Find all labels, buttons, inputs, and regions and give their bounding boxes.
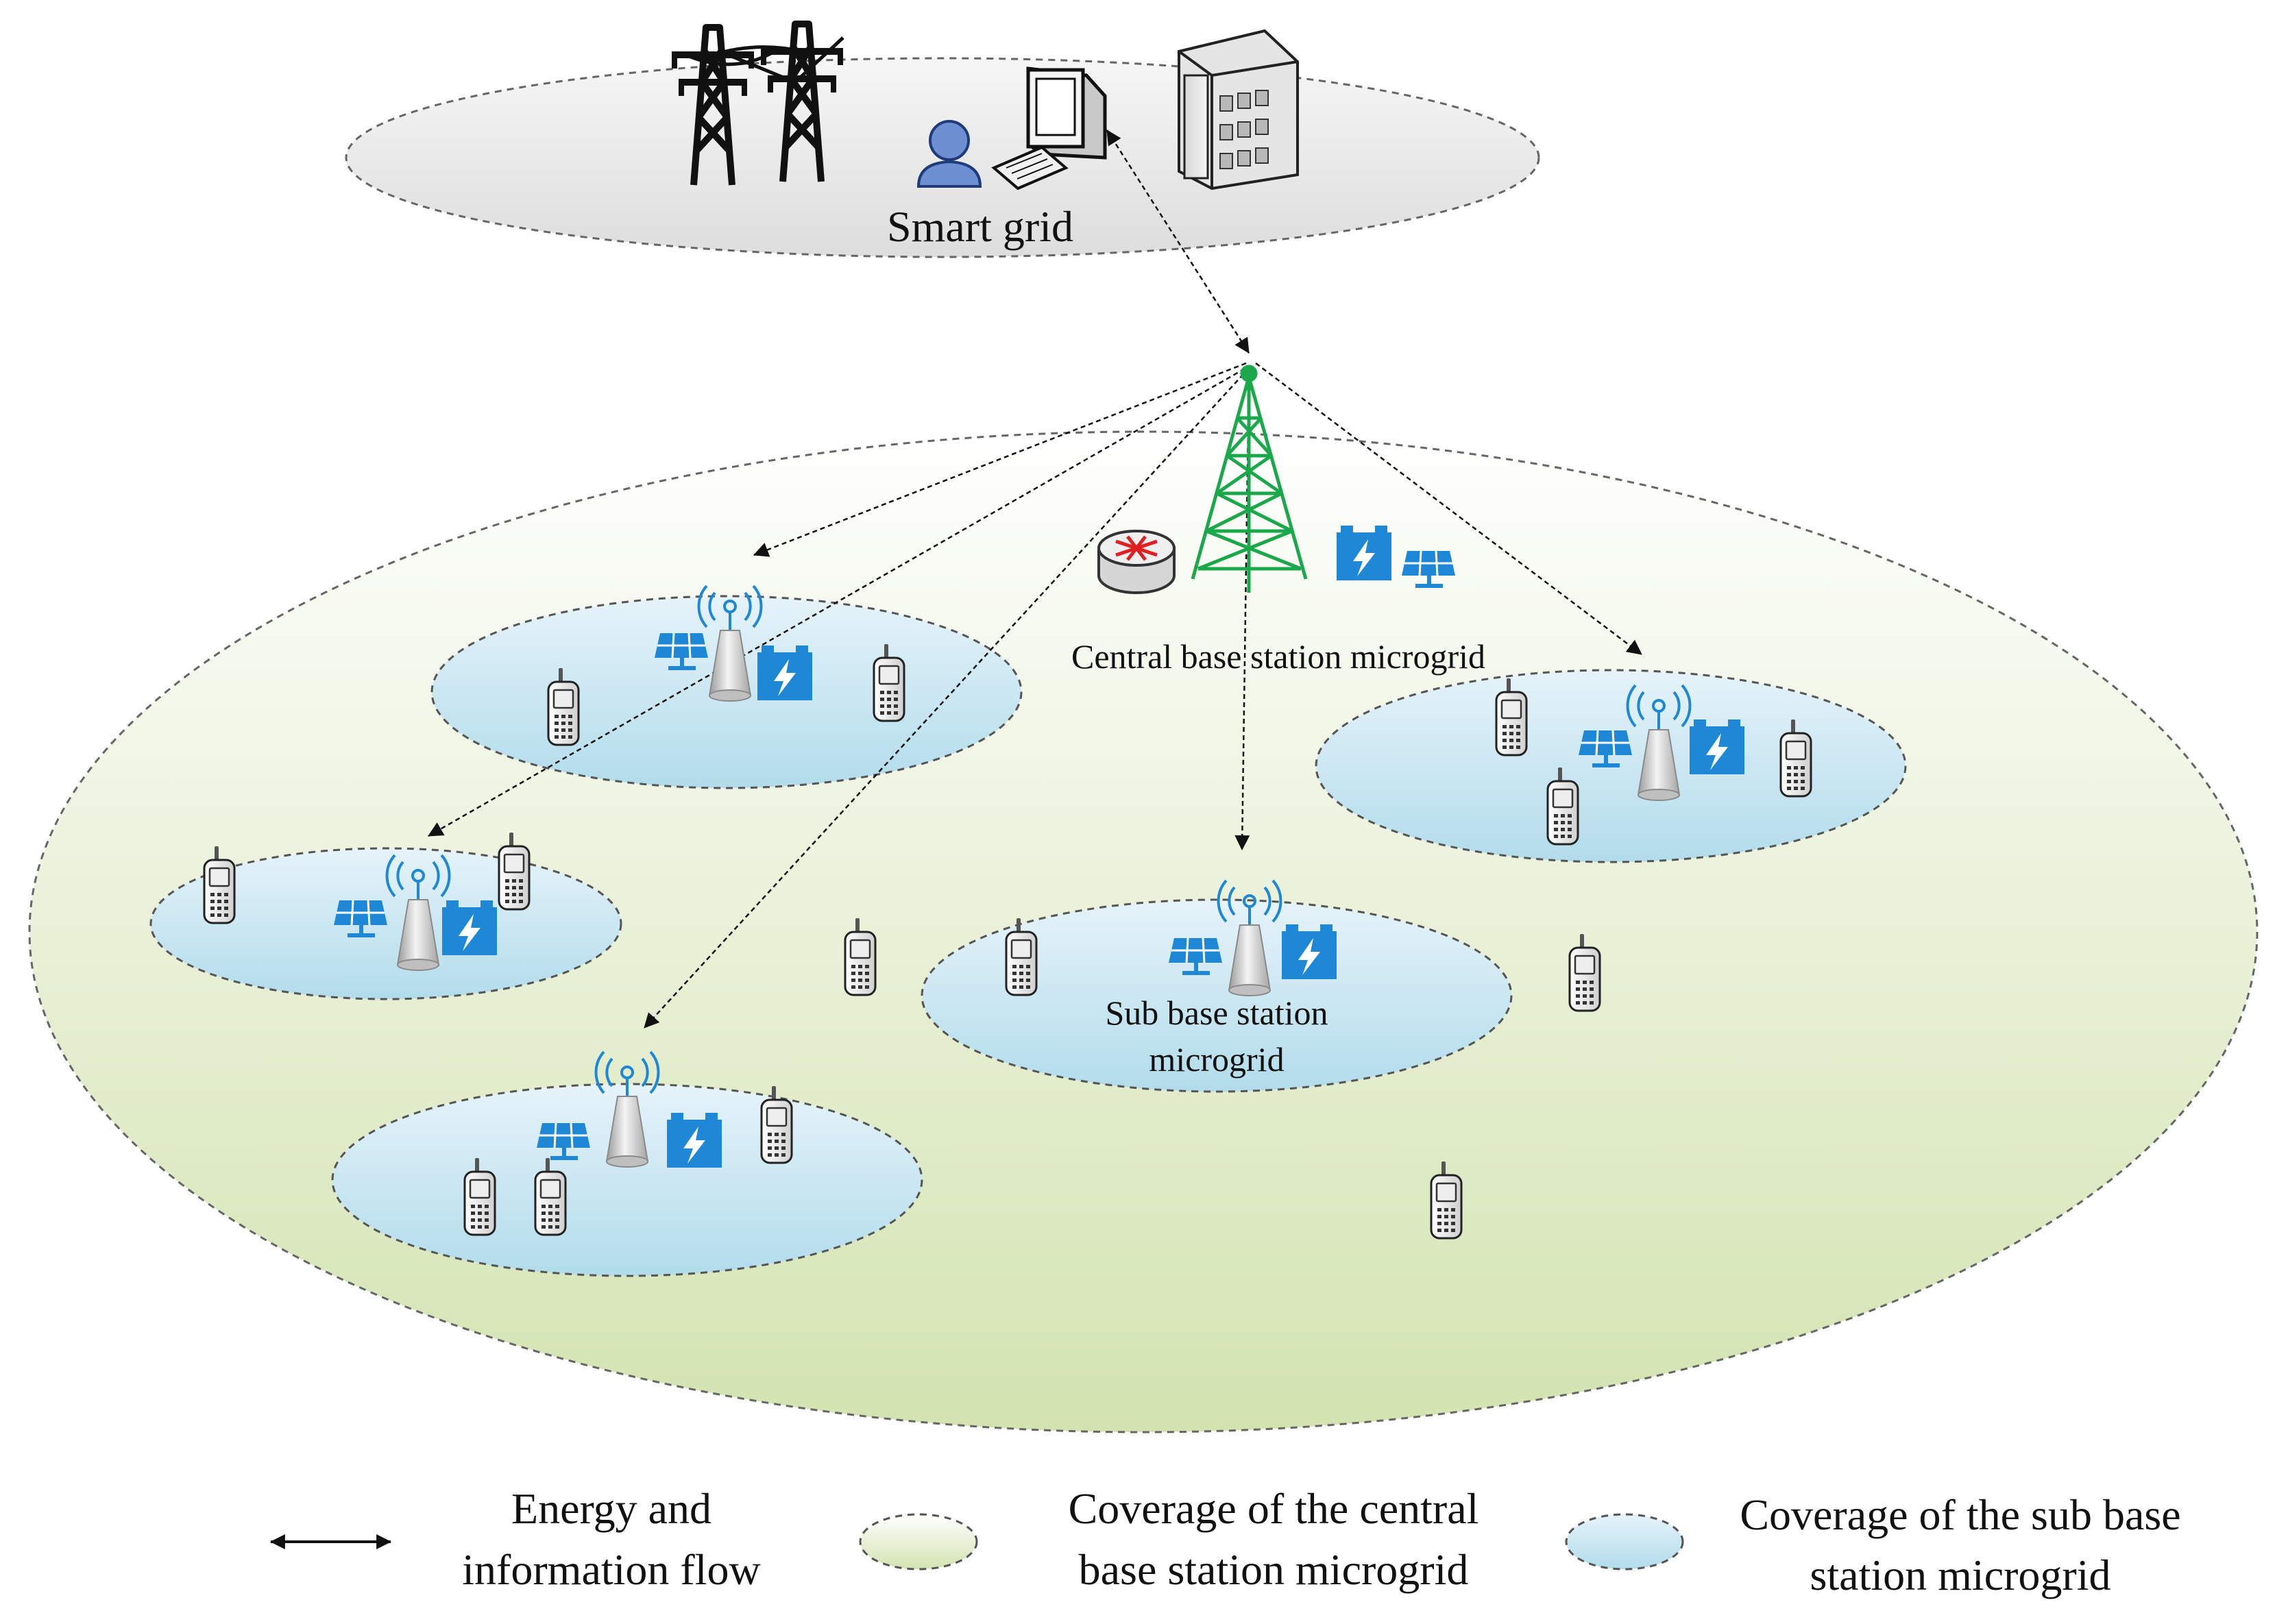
- battery-charge-icon: [1337, 526, 1391, 580]
- building-icon: [1178, 29, 1299, 190]
- sub-station-label: microgrid: [1149, 1040, 1284, 1079]
- smart-grid-label: Smart grid: [887, 202, 1073, 251]
- router-icon: [1097, 530, 1176, 594]
- legend-sub-label: Coverage of the sub base: [1740, 1490, 2180, 1539]
- legend-flow-label: information flow: [462, 1545, 760, 1594]
- legend-central-label: Coverage of the central: [1069, 1484, 1479, 1533]
- battery-charge-icon: [1282, 924, 1337, 979]
- legend-sub-label: station microgrid: [1810, 1551, 2110, 1599]
- legend-sub: Coverage of the sub base station microgr…: [1565, 1490, 2181, 1599]
- user-icon: [916, 120, 982, 188]
- lattice-tower-icon: [1191, 365, 1308, 593]
- legend-flow: Energy and information flow: [269, 1484, 761, 1594]
- battery-charge-icon: [1690, 719, 1744, 774]
- sub-coverage-area: [921, 898, 1513, 1093]
- central-station-label: Central base station microgrid: [1071, 637, 1485, 676]
- legend-central: Coverage of the central base station mic…: [859, 1484, 1479, 1594]
- flow-arrow: [1106, 130, 1250, 354]
- central-base-station: Central base station microgrid: [1071, 365, 1485, 676]
- legend-central-label: base station microgrid: [1079, 1545, 1469, 1594]
- flow-arrow: [1234, 373, 1250, 851]
- sub-station-label: Sub base station: [1106, 994, 1328, 1032]
- energy-information-flows: [428, 130, 1642, 1029]
- sub-base-station: Sub base station microgrid: [1106, 879, 1337, 1079]
- flow-arrow: [428, 367, 1245, 837]
- legend: Energy and information flow Coverage of …: [269, 1484, 2181, 1599]
- battery-charge-icon: [442, 900, 497, 955]
- flow-arrow: [1255, 362, 1642, 655]
- legend-flow-label: Energy and: [511, 1484, 711, 1533]
- battery-charge-icon: [667, 1113, 722, 1168]
- flow-arrow: [753, 362, 1247, 557]
- smart-grid-region: Smart grid: [345, 24, 1540, 258]
- computer-icon: [991, 66, 1107, 190]
- battery-charge-icon: [757, 645, 812, 700]
